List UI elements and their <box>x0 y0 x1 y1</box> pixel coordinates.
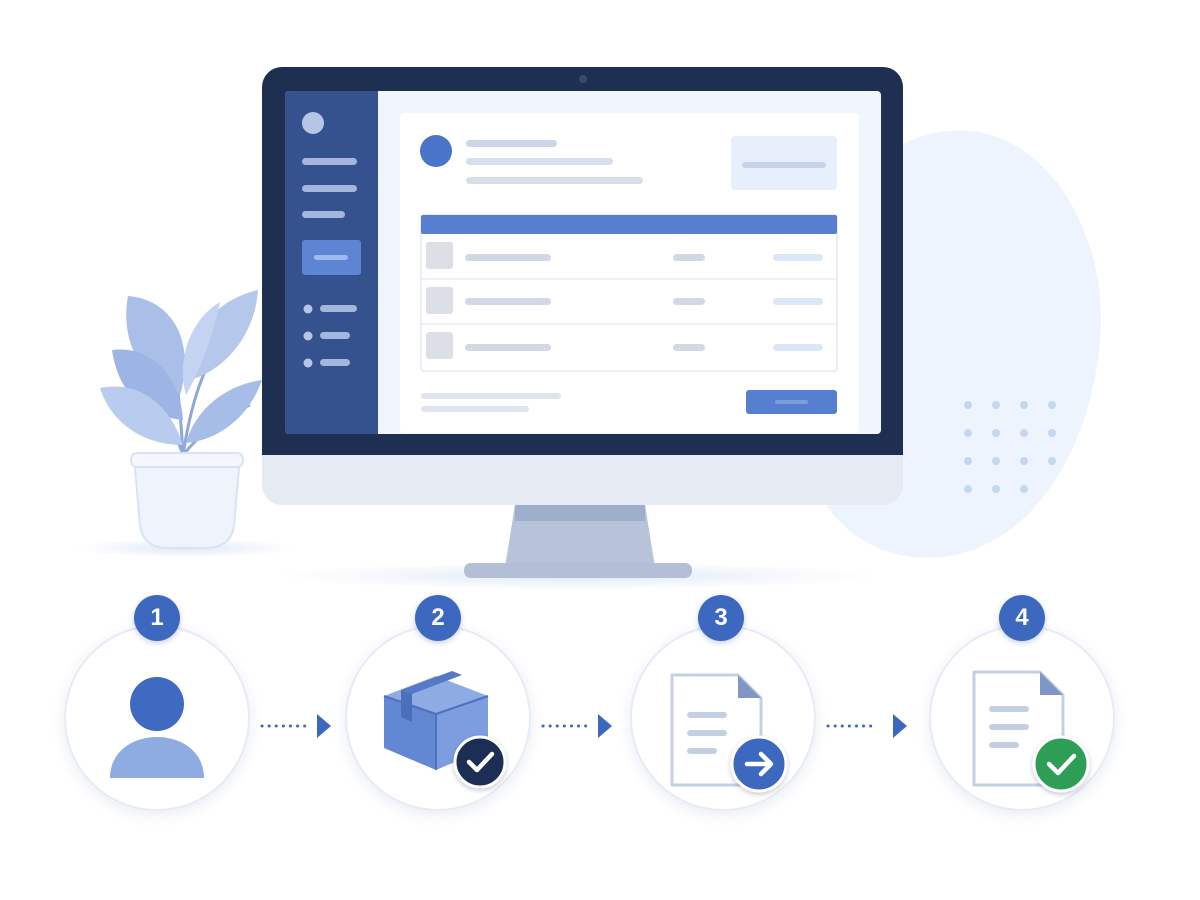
plant-pot <box>132 455 242 549</box>
footer-text-line <box>421 406 529 412</box>
table-row[interactable] <box>426 242 823 269</box>
connector-1-2 <box>260 714 331 738</box>
check-badge-icon <box>453 735 507 789</box>
profile-avatar <box>420 135 452 167</box>
step-4-number: 4 <box>999 595 1045 641</box>
step-3-number: 3 <box>698 595 744 641</box>
sidebar-bullet-item[interactable] <box>303 358 351 368</box>
approved-check-badge-icon <box>1032 735 1090 793</box>
leaf <box>100 386 183 445</box>
sidebar-nav-item[interactable] <box>302 158 357 165</box>
webcam <box>579 75 587 83</box>
dot-grid <box>964 401 1056 493</box>
sidebar-avatar <box>302 112 324 134</box>
user-icon <box>110 677 204 778</box>
step-1-circle <box>64 625 250 811</box>
monitor-stand <box>464 505 692 578</box>
data-table <box>420 214 838 372</box>
leaf <box>182 302 220 395</box>
app-sidebar <box>285 91 378 434</box>
leaf <box>189 290 258 380</box>
step-2-number: 2 <box>415 595 461 641</box>
sidebar-bullet-item[interactable] <box>303 304 358 314</box>
leaf <box>186 380 262 443</box>
connector-2-3 <box>541 714 612 738</box>
leaf <box>112 349 183 420</box>
screen <box>285 91 881 434</box>
step-4-circle <box>929 625 1115 811</box>
sidebar-nav-item[interactable] <box>302 185 357 192</box>
arrow-badge-icon <box>730 735 788 793</box>
step-1-number: 1 <box>134 595 180 641</box>
footer-text-line <box>421 393 561 399</box>
connector-3-4 <box>826 714 907 738</box>
profile-name-line <box>466 140 557 147</box>
profile-detail-line <box>466 177 643 184</box>
primary-action-button[interactable] <box>746 390 837 414</box>
leaf <box>126 296 185 395</box>
profile-detail-line <box>466 158 613 165</box>
table-row[interactable] <box>426 332 823 359</box>
table-header <box>421 215 837 234</box>
sidebar-bullet-item[interactable] <box>303 331 351 341</box>
step-2-circle <box>345 625 531 811</box>
sidebar-nav-item[interactable] <box>302 211 345 218</box>
table-row[interactable] <box>426 287 823 314</box>
content-card <box>400 113 859 433</box>
step-3-circle <box>630 625 816 811</box>
potted-plant <box>100 290 262 549</box>
